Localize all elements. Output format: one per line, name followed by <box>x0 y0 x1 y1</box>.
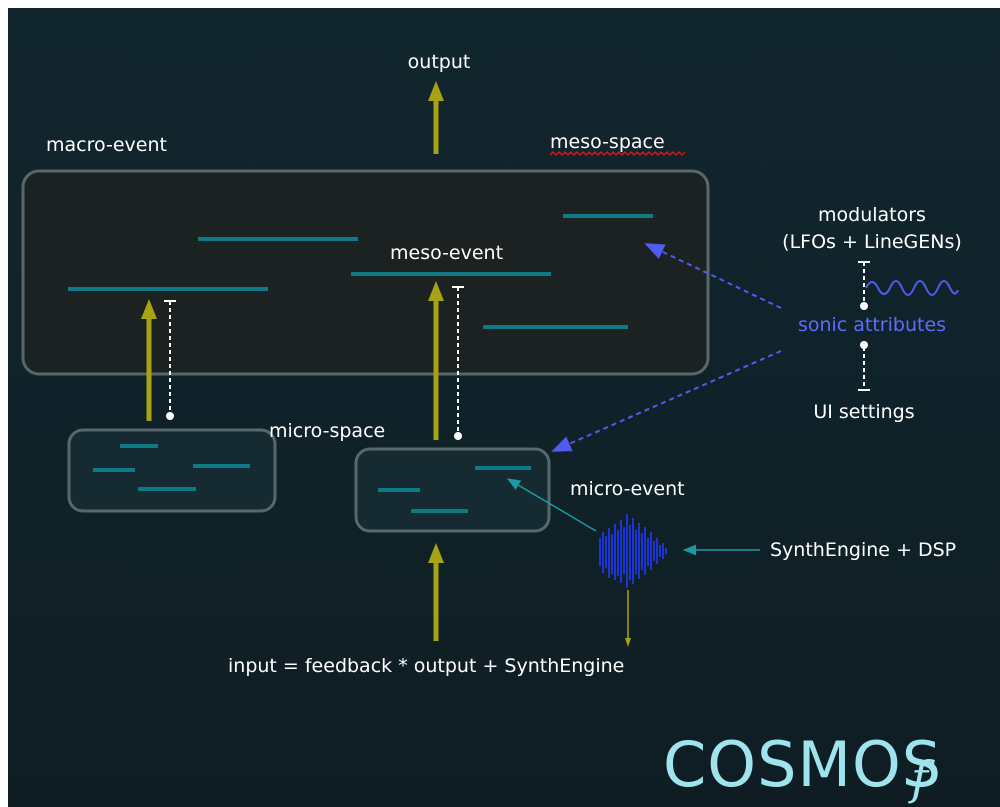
input-formula-label: input = feedback * output + SynthEngine <box>228 655 624 677</box>
output-arrow <box>428 81 444 101</box>
brand-logo: COSMOS <box>663 728 942 801</box>
dotted-connectors <box>164 261 870 440</box>
output-label: output <box>408 51 471 73</box>
meso-event-label: meso-event <box>390 242 503 264</box>
synth-engine-label: SynthEngine + DSP <box>770 539 956 561</box>
cosmos-diagram: output macro-event meso-space meso-event… <box>21 51 962 805</box>
micro-to-meso-arrow <box>428 281 444 301</box>
signal-arrows <box>141 81 631 647</box>
ui-settings-label: UI settings <box>813 401 914 423</box>
diagram-canvas: output macro-event meso-space meso-event… <box>8 8 1000 807</box>
macro-event-label: macro-event <box>46 134 167 156</box>
synth-links <box>506 478 760 556</box>
waveform-down-arrow <box>625 638 631 647</box>
input-arrow <box>428 543 444 563</box>
micro-space-label: micro-space <box>269 420 385 442</box>
micro-event-label: micro-event <box>570 478 685 500</box>
micro-event-lines <box>93 444 531 513</box>
modulators-sub-label: (LFOs + LineGENs) <box>782 231 962 253</box>
spellcheck-underline <box>549 150 686 157</box>
meso-event-lines <box>68 214 653 329</box>
modulator-links <box>551 243 782 452</box>
meso-space-label: meso-space <box>550 131 665 153</box>
sine-wave-icon <box>865 280 959 296</box>
waveform-icon <box>599 514 667 588</box>
sonic-attributes-label: sonic attributes <box>798 314 946 336</box>
micro-to-macro-arrow <box>141 299 157 319</box>
modulators-label: modulators <box>818 204 926 226</box>
micro-space-box-left <box>67 428 277 513</box>
